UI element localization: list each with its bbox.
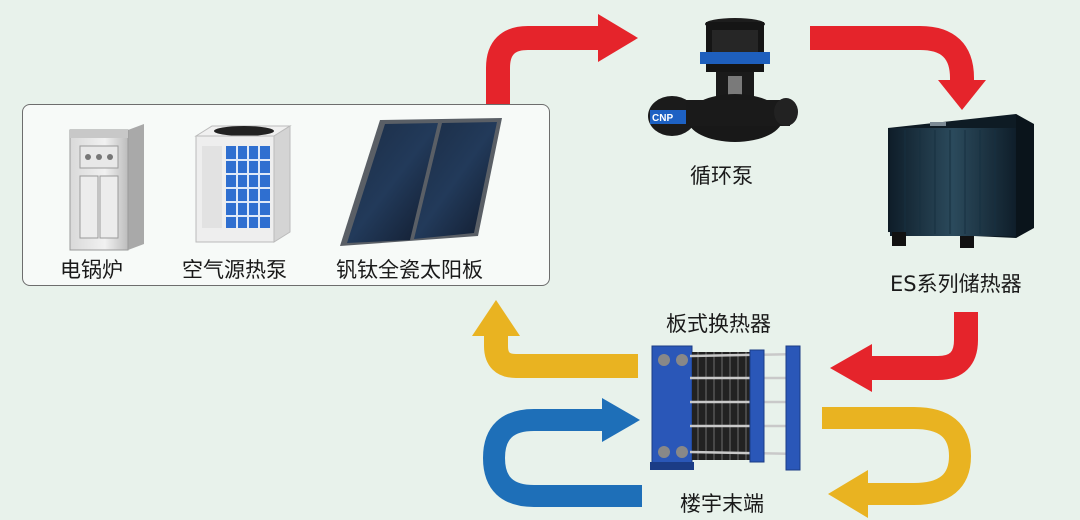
hot-arrowhead-to-storage	[938, 80, 986, 110]
building-terminal-label: 楼宇末端	[680, 488, 764, 518]
electric-boiler-label: 电锅炉	[60, 254, 123, 284]
warm-arrow-to-sources	[496, 334, 638, 366]
electric-boiler-image	[70, 124, 144, 250]
hot-arrowhead-to-exchanger	[830, 344, 872, 392]
plate-exchanger-label: 板式换热器	[666, 308, 771, 338]
hot-arrowhead-to-pump	[598, 14, 638, 62]
plate-heat-exchanger-image	[650, 346, 800, 470]
hot-arrow-to-exchanger	[868, 312, 966, 368]
warm-loop-arrowhead	[828, 470, 868, 518]
air-heat-pump-label: 空气源热泵	[182, 254, 287, 284]
pump-brand-text: CNP	[652, 113, 673, 124]
air-heat-pump-image	[196, 126, 290, 242]
es-storage-label: ES系列储热器	[890, 268, 1022, 298]
warm-loop-arrow	[822, 418, 960, 494]
warm-arrowhead-to-sources	[472, 300, 520, 336]
solar-panel-label: 钒钛全瓷太阳板	[336, 254, 483, 284]
circulation-pump-label: 循环泵	[690, 160, 753, 190]
hot-arrow-to-storage	[810, 38, 962, 82]
es-storage-image	[888, 114, 1034, 248]
solar-panel-image	[340, 118, 502, 246]
cold-loop-arrowhead	[602, 398, 640, 442]
circulation-pump-image: CNP	[648, 18, 798, 142]
hot-arrow-to-pump	[498, 38, 600, 104]
